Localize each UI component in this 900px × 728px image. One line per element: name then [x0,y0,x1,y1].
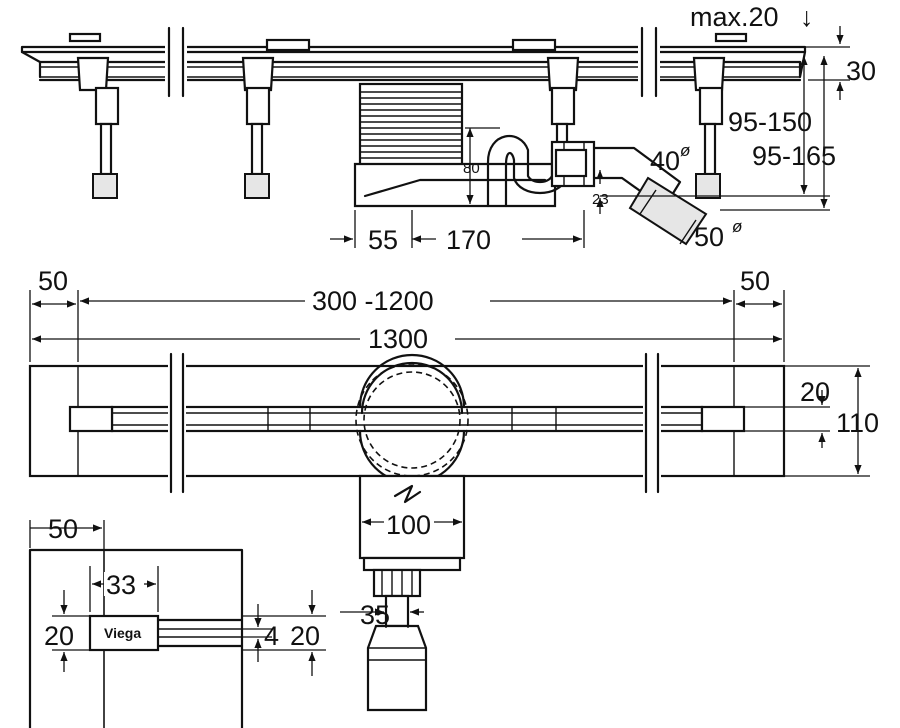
dim-height-1: 95-150 [728,107,812,137]
detail-body [28,548,244,728]
adjustable-foot [241,56,275,199]
dim-trap-width: 100 [386,510,431,540]
dim-detail-edge: 50 [48,514,78,544]
adjustable-foot [546,56,580,156]
plan-break-right [643,352,661,494]
dim-edge-left: 50 [38,266,68,296]
dim-edge-right: 50 [740,266,770,296]
logo-plate [88,614,160,652]
dim-trap-outlet: 35 [360,600,390,630]
dim-detail-logo: 33 [106,570,136,600]
channel-top-plate [20,45,807,54]
arrow-down-icon: ↓ [800,2,814,32]
end-cap [700,405,746,433]
dim-spigot-offset: 23 [592,191,609,208]
adjustable-foot [76,56,120,199]
dim-body-width: 110 [836,408,879,438]
diameter-icon: ø [732,217,742,236]
dim-outlet-small: 40 [650,146,680,176]
outlet-bend [486,134,708,246]
detail-view: 50 33 Viega 20 4 20 [28,514,326,728]
side-dimensions [330,26,850,248]
trap-plan [340,474,466,712]
drain-slot [110,405,704,433]
dim-detail-slot-right: 20 [290,621,320,651]
dim-detail-slot: 20 [44,621,74,651]
dim-max-height: max.20 [690,2,779,32]
end-cap [68,405,114,433]
top-bracket [265,38,311,52]
dim-total-length: 1300 [368,324,428,354]
diameter-icon: ø [680,141,690,160]
plan-view: 50 50 300 -1200 1300 [28,266,879,712]
side-break-left [165,26,187,98]
viega-logo: Viega [104,625,141,641]
side-elevation-view: max.20 ↓ 30 95-150 95-165 40 ø 50 ø 80 2… [20,2,876,255]
dim-slot-width: 20 [800,377,830,407]
plan-break-left [168,352,186,494]
dim-detail-gap: 4 [264,621,279,651]
dim-offset-55: 55 [368,225,398,255]
top-bracket [511,38,557,52]
side-break-right [638,26,660,98]
dim-height-2: 95-165 [752,141,836,171]
dim-bend-height: 80 [463,160,480,177]
adjustable-foot [692,56,726,199]
dim-frame: 30 [846,56,876,86]
plan-dimensions [29,290,785,362]
dim-offset-170: 170 [446,225,491,255]
dim-channel-range: 300 -1200 [312,286,434,316]
dim-outlet-large: 50 [694,222,724,252]
